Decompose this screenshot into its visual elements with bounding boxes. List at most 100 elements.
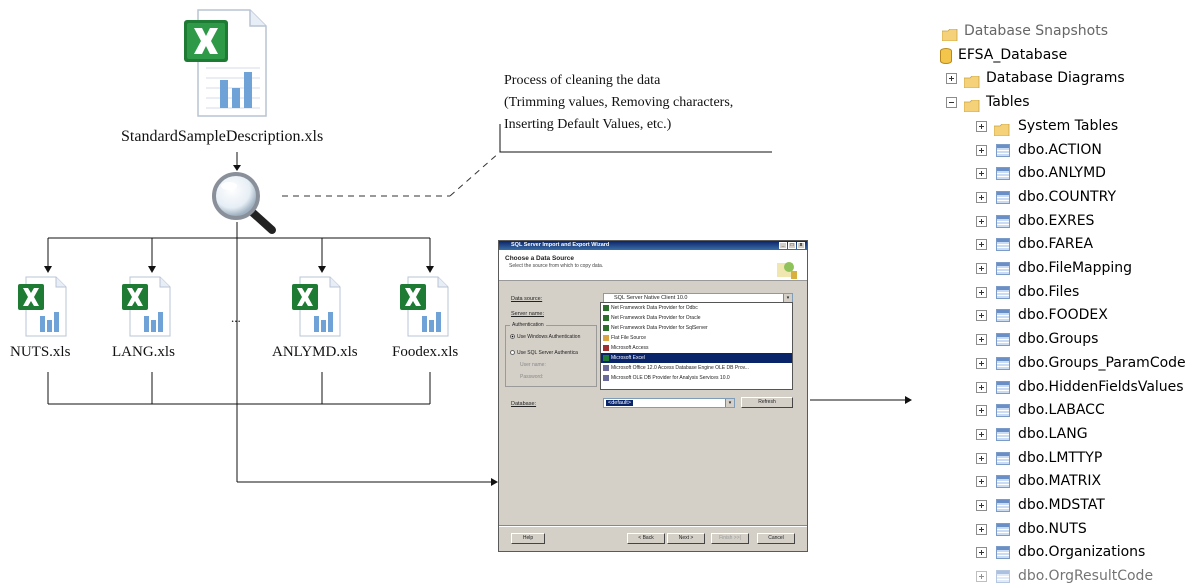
table-icon [996, 475, 1010, 488]
list-item[interactable]: Microsoft Office 12.0 Access Database En… [601, 363, 792, 373]
list-item[interactable]: Microsoft Access [601, 343, 792, 353]
expand-icon[interactable] [976, 429, 987, 440]
expand-icon[interactable] [976, 168, 987, 179]
expand-icon[interactable] [976, 287, 987, 298]
table-icon [996, 357, 1010, 370]
excel-file-icon [400, 276, 449, 337]
tree-item-label: dbo.ACTION [1018, 142, 1102, 158]
maximize-button[interactable]: □ [788, 242, 796, 249]
tree-item-label: dbo.Groups_ParamCode [1018, 355, 1186, 371]
expand-icon[interactable] [976, 192, 987, 203]
help-button[interactable]: Help [511, 533, 545, 544]
table-icon [996, 381, 1010, 394]
list-item[interactable]: Net Framework Data Provider for Oracle [601, 313, 792, 323]
collapse-icon[interactable] [946, 97, 957, 108]
expand-icon[interactable] [976, 263, 987, 274]
next-button[interactable]: Next > [667, 533, 705, 544]
file-label-anlymd: ANLYMD.xls [272, 344, 358, 360]
expand-icon[interactable] [976, 358, 987, 369]
wizard-header: Choose a Data Source Select the source f… [499, 250, 807, 281]
refresh-button[interactable]: Refresh [741, 397, 793, 408]
expand-icon[interactable] [976, 524, 987, 535]
tree-item-label: dbo.Files [1018, 284, 1080, 300]
excel-file-icon [18, 276, 67, 337]
table-icon [996, 452, 1010, 465]
wizard-title: SQL Server Import and Export Wizard [511, 242, 610, 248]
file-label-ellipsis: ... [231, 310, 241, 325]
minimize-button[interactable]: _ [779, 242, 787, 249]
expand-icon[interactable] [976, 334, 987, 345]
back-button[interactable]: < Back [627, 533, 665, 544]
expand-icon[interactable] [976, 405, 987, 416]
authentication-label: Authentication [510, 322, 546, 328]
chevron-down-icon[interactable]: ▾ [725, 399, 734, 407]
tree-item-label: dbo.FOODEX [1018, 307, 1108, 323]
table-icon [996, 262, 1010, 275]
wizard-title-bar: SQL Server Import and Export Wizard _ □ … [499, 241, 807, 250]
sql-auth-radio[interactable]: Use SQL Server Authentica [510, 350, 578, 356]
wizard-heading: Choose a Data Source [505, 255, 574, 262]
database-value: <default> [606, 400, 633, 406]
radio-dot-icon [510, 350, 515, 356]
tree-item-label: System Tables [1018, 118, 1119, 134]
tree-item-label: Database Snapshots [964, 23, 1108, 39]
table-icon [996, 404, 1010, 417]
table-icon [996, 309, 1010, 322]
password-label: Password: [520, 374, 544, 380]
tree-item-label: dbo.LABACC [1018, 402, 1105, 418]
list-item[interactable]: Net Framework Data Provider for SqlServe… [601, 323, 792, 333]
table-icon [996, 238, 1010, 251]
windows-auth-radio[interactable]: Use Windows Authentication [510, 334, 580, 340]
list-item[interactable]: Flat File Source [601, 333, 792, 343]
table-icon [996, 333, 1010, 346]
database-combo[interactable]: <default> ▾ [603, 398, 735, 408]
tree-item-label: dbo.Organizations [1018, 544, 1146, 560]
sql-auth-label: Use SQL Server Authentica [517, 350, 578, 356]
table-icon [996, 167, 1010, 180]
expand-icon[interactable] [976, 239, 987, 250]
process-note-line-3: Inserting Default Values, etc.) [504, 117, 672, 132]
chevron-down-icon[interactable]: ▾ [783, 294, 792, 302]
folder-icon [993, 121, 1010, 137]
list-item[interactable]: Net Framework Data Provider for Odbc [601, 303, 792, 313]
table-icon [996, 428, 1010, 441]
provider-icon [603, 325, 609, 331]
list-item-selected[interactable]: Microsoft Excel [601, 353, 792, 363]
file-label-foodex: Foodex.xls [392, 344, 459, 360]
tree-item-label: EFSA_Database [958, 47, 1068, 63]
tree-item-label: Database Diagrams [986, 70, 1125, 86]
expand-icon[interactable] [976, 500, 987, 511]
expand-icon[interactable] [976, 547, 987, 558]
expand-icon[interactable] [946, 73, 957, 84]
excel-icon [603, 355, 609, 361]
user-name-label: User name: [520, 362, 546, 368]
tree-item-label: dbo.EXRES [1018, 213, 1095, 229]
table-icon [996, 286, 1010, 299]
list-item-label: Net Framework Data Provider for Oracle [611, 315, 701, 321]
close-button[interactable]: x [797, 242, 805, 249]
wizard-decoration-icon [777, 262, 797, 279]
table-icon [996, 144, 1010, 157]
data-source-dropdown-list[interactable]: Net Framework Data Provider for Odbc Net… [600, 302, 793, 390]
expand-icon[interactable] [976, 310, 987, 321]
expand-icon[interactable] [976, 145, 987, 156]
finish-button[interactable]: Finish >>| [711, 533, 749, 544]
expand-icon[interactable] [976, 453, 987, 464]
list-item-label: Microsoft Access [611, 345, 649, 351]
tree-item-label: dbo.MDSTAT [1018, 497, 1105, 513]
list-item[interactable]: Microsoft OLE DB Provider for Analysis S… [601, 373, 792, 383]
expand-icon[interactable] [976, 476, 987, 487]
table-icon [996, 499, 1010, 512]
tree-item-label: dbo.NUTS [1018, 521, 1087, 537]
file-label-lang: LANG.xls [112, 344, 175, 360]
windows-auth-label: Use Windows Authentication [517, 334, 581, 340]
cancel-button[interactable]: Cancel [757, 533, 795, 544]
expand-icon[interactable] [976, 382, 987, 393]
server-name-label: Server name: [511, 311, 545, 317]
flat-file-icon [603, 335, 609, 341]
expand-icon[interactable] [976, 121, 987, 132]
expand-icon[interactable] [976, 571, 987, 582]
expand-icon[interactable] [976, 216, 987, 227]
tree-item-label: dbo.Groups [1018, 331, 1099, 347]
